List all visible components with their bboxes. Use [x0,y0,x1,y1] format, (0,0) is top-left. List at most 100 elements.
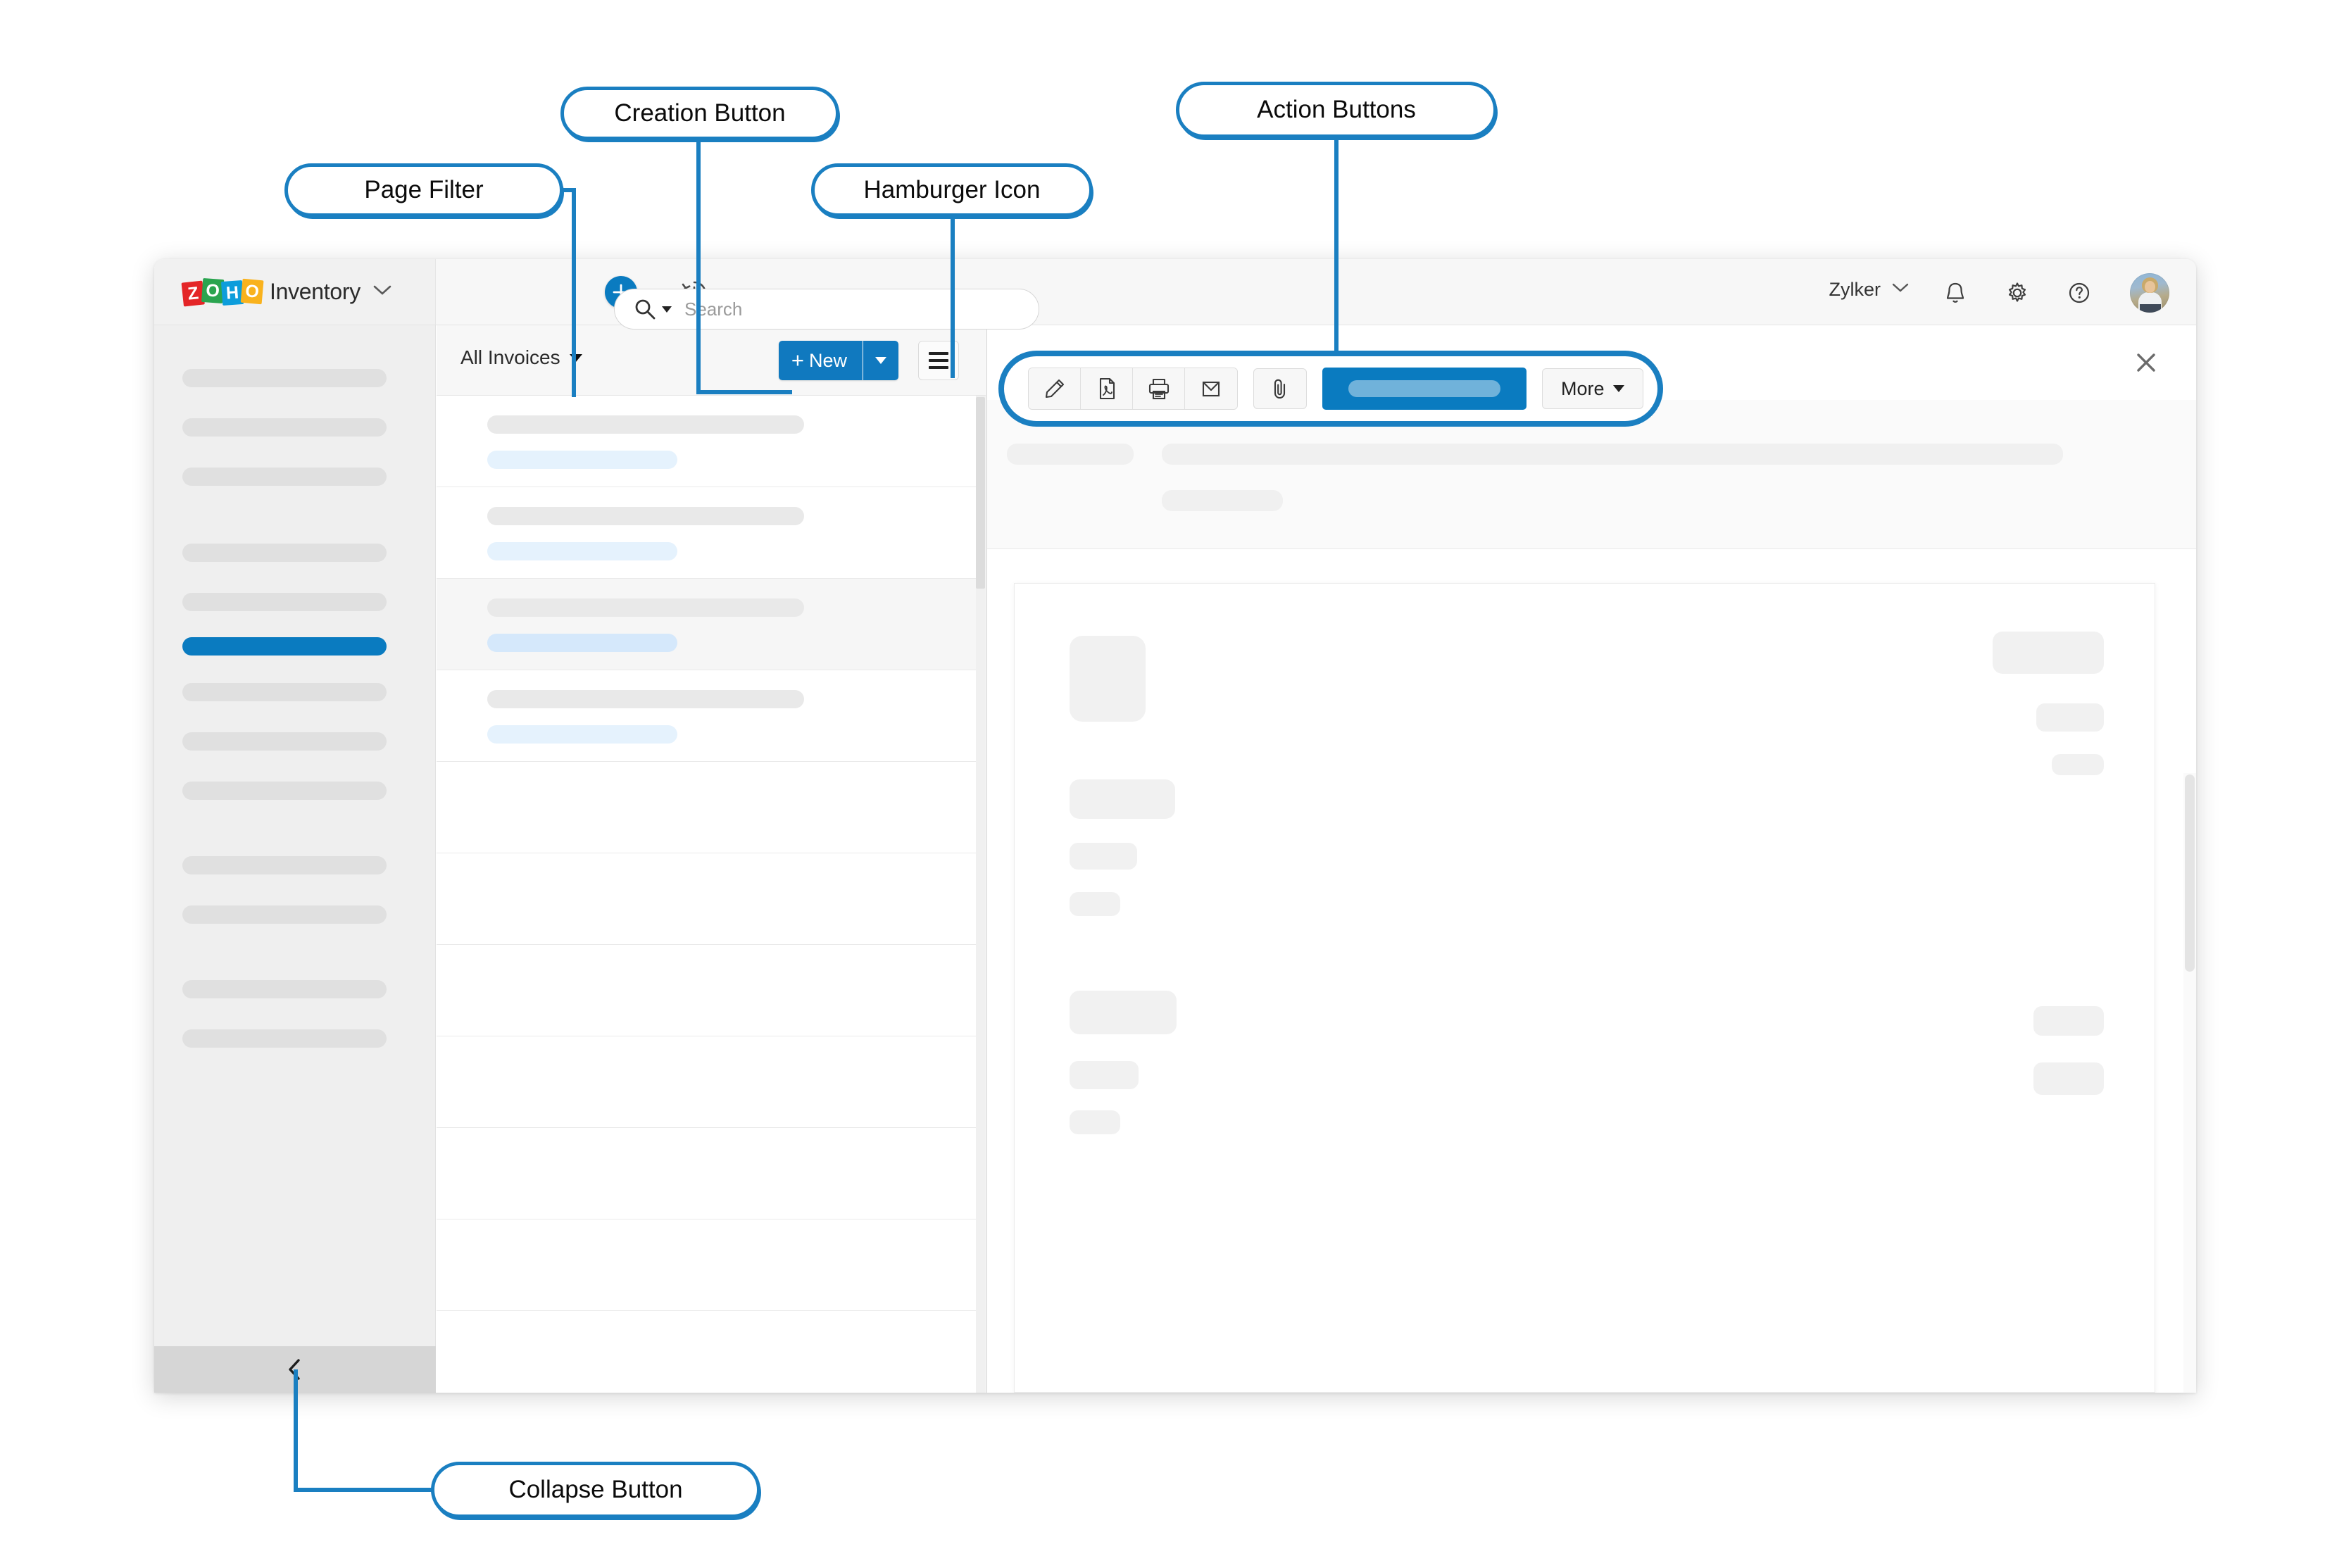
new-button[interactable]: + New [778,341,863,380]
zoho-logo-cube-o2: O [240,278,264,304]
skeleton-bar [1162,490,1283,511]
email-button[interactable] [1185,368,1237,409]
list-item[interactable] [437,487,986,579]
action-buttons-group: More [998,351,1663,427]
sidebar-item-8[interactable] [182,782,387,800]
list-item[interactable] [437,945,986,1036]
leader-line-creation-v [696,138,701,394]
sidebar-item-7[interactable] [182,732,387,751]
callout-action-buttons: Action Buttons [1176,82,1497,138]
chevron-down-icon[interactable] [372,283,393,301]
avatar-legs [2140,304,2161,313]
pdf-button[interactable] [1081,368,1133,409]
list-item[interactable] [437,762,986,853]
envelope-icon [1202,381,1220,397]
sidebar-item-10[interactable] [182,905,387,924]
new-button-label: New [808,349,847,371]
skeleton-bar [2036,703,2104,732]
leader-line-creation-h [696,390,792,394]
edit-button[interactable] [1029,368,1081,409]
skeleton-bar [2033,1006,2104,1036]
list-item[interactable] [437,1036,986,1128]
document-preview-card [1014,583,2155,1393]
new-dropdown-button[interactable] [863,341,898,380]
callout-label: Hamburger Icon [863,176,1041,203]
print-button[interactable] [1133,368,1185,409]
sidebar-item-4[interactable] [182,593,387,611]
list-item[interactable] [437,853,986,945]
hamburger-line-2 [929,359,948,362]
list-toolbar: All Invoices + New [437,325,986,396]
sidebar-item-0[interactable] [182,369,387,387]
skeleton-bar [2033,1062,2104,1095]
page-filter-dropdown[interactable]: All Invoices [460,346,582,369]
sidebar-item-6[interactable] [182,683,387,701]
more-button-label: More [1561,377,1605,399]
paperclip-icon [1274,379,1286,399]
list-item[interactable] [437,1128,986,1219]
callout-label: Page Filter [364,176,484,203]
sidebar-item-9[interactable] [182,856,387,874]
zoho-logo: Z O H O [181,277,264,306]
skeleton-bar [487,634,677,652]
sidebar-item-2[interactable] [182,468,387,486]
search-bar[interactable] [614,289,1039,330]
attachment-button[interactable] [1253,368,1307,409]
callout-creation-button: Creation Button [560,87,839,140]
skeleton-bar [1070,892,1120,916]
app-window: Z O H O Inventory Zylker [154,259,2196,1393]
plus-icon: + [791,348,804,372]
organization-switcher[interactable]: Zylker [1829,279,1911,301]
callout-page-filter: Page Filter [284,163,563,217]
leader-line-collapse-h [294,1488,434,1492]
question-mark-circle-icon[interactable] [2062,276,2096,310]
detail-scrollbar-thumb[interactable] [2185,774,2195,972]
list-item[interactable] [437,670,986,762]
skeleton-bar [487,725,677,744]
organization-name: Zylker [1829,279,1881,300]
sidebar-item-11[interactable] [182,980,387,998]
action-button-cluster [1028,368,1238,410]
primary-action-button[interactable] [1322,368,1527,410]
skeleton-bar [487,542,677,560]
pdf-file-icon [1099,377,1115,400]
primary-action-label-skeleton [1348,380,1500,397]
top-bar: Z O H O Inventory Zylker [154,259,2196,325]
skeleton-bar [487,598,804,617]
avatar[interactable] [2130,273,2169,313]
list-item[interactable] [437,1219,986,1311]
sidebar-item-3[interactable] [182,544,387,562]
list-item[interactable] [437,396,986,487]
callout-collapse-button: Collapse Button [431,1462,760,1518]
skeleton-bar [1070,1061,1139,1089]
skeleton-bar [1162,444,2063,465]
brand-zone: Z O H O Inventory [154,259,436,325]
search-input[interactable] [683,297,989,321]
sidebar-item-active[interactable] [182,637,387,656]
leader-line-collapse-v [294,1369,298,1491]
invoice-list-rows [437,396,986,1393]
skeleton-bar [487,507,804,525]
skeleton-bar [487,415,804,434]
close-icon[interactable] [2130,346,2162,379]
detail-body [987,549,2196,1393]
list-item-selected[interactable] [437,579,986,670]
sidebar-item-12[interactable] [182,1029,387,1048]
more-button[interactable]: More [1542,368,1643,409]
caret-down-icon[interactable] [662,306,672,313]
skeleton-bar [1007,444,1134,465]
gear-icon[interactable] [2000,276,2034,310]
skeleton-bar [487,451,677,469]
list-scrollbar-track[interactable] [976,396,986,1393]
callout-label: Action Buttons [1257,96,1416,123]
avatar-face [2145,281,2155,293]
leader-line-page-filter-h [560,188,576,192]
invoice-list-column: All Invoices + New [437,325,986,1393]
sidebar-item-1[interactable] [182,418,387,437]
hamburger-line-1 [929,352,948,355]
bell-icon[interactable] [1938,276,1972,310]
list-item[interactable] [437,1311,986,1393]
caret-down-icon [875,357,886,364]
list-scrollbar-thumb[interactable] [976,397,985,589]
leader-line-action-v [1334,136,1339,356]
